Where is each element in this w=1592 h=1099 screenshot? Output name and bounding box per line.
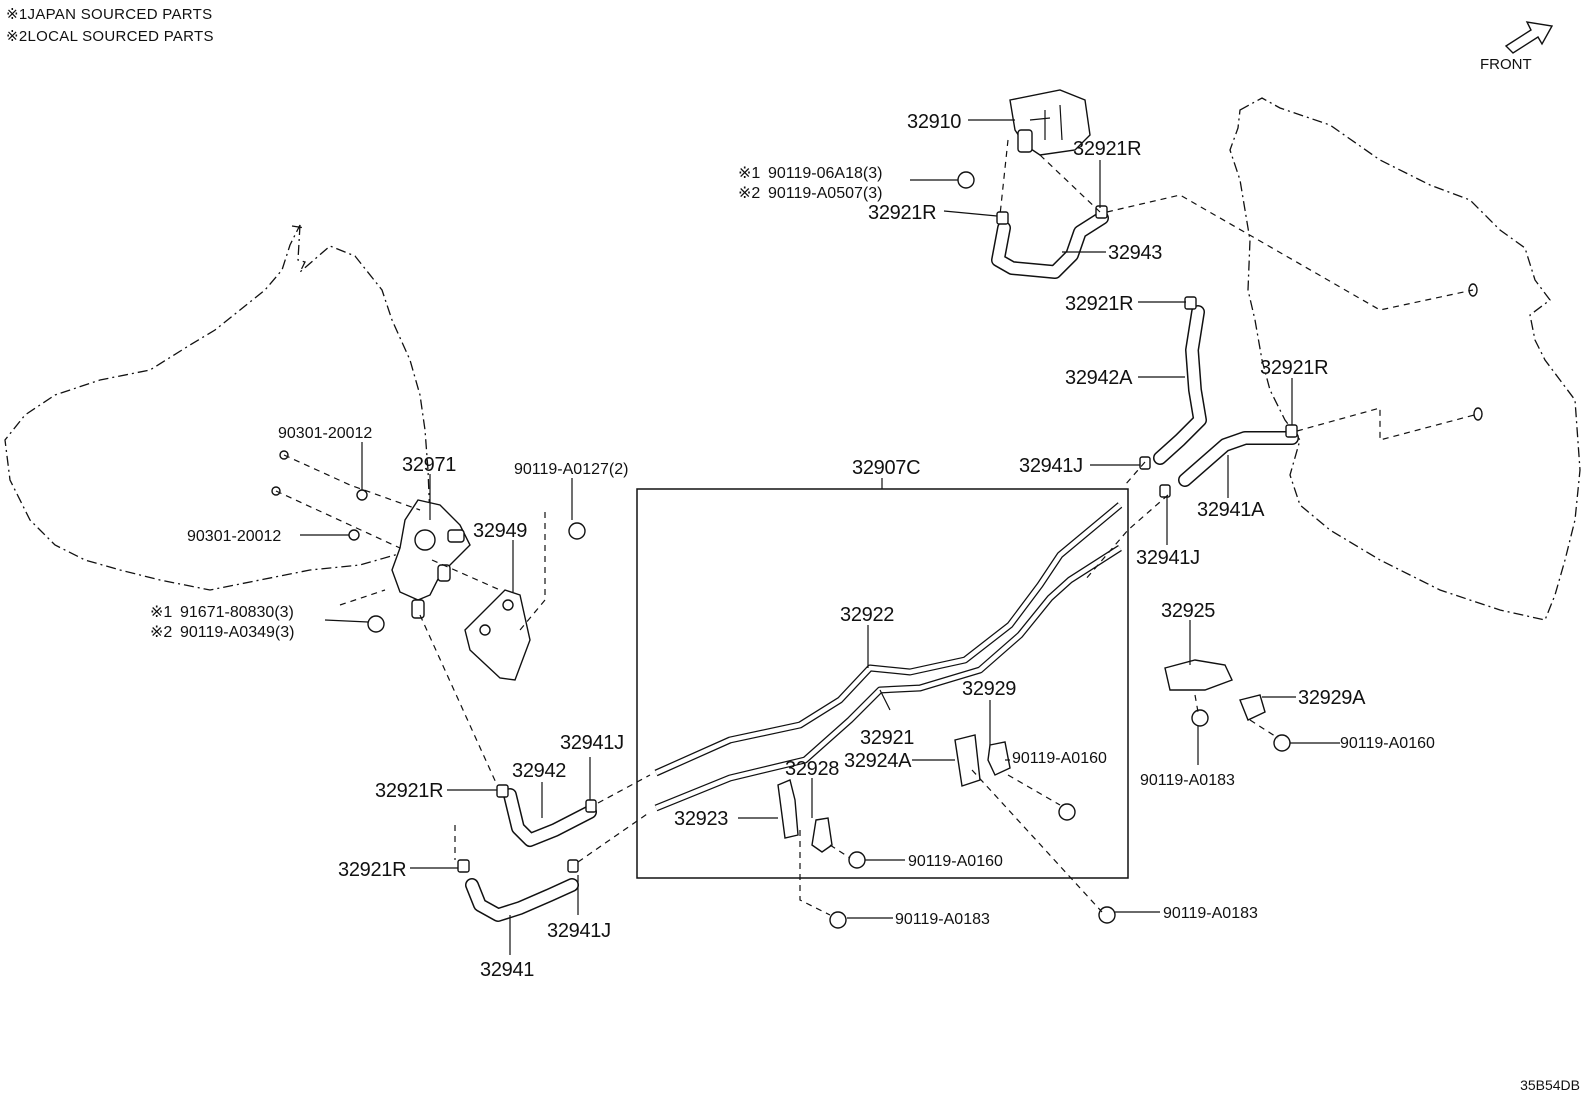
label-32942A: 32942A: [1065, 367, 1133, 389]
label-jp-mark-a: ※1: [738, 165, 760, 182]
label-90119-A0183-b: 90119-A0183: [895, 911, 990, 928]
front-direction-label: FRONT: [1480, 56, 1532, 73]
valve-assembly-32971: [391, 499, 471, 619]
label-90119-A0183-c: 90119-A0183: [1163, 905, 1258, 922]
label-90119-A0127: 90119-A0127(2): [514, 461, 628, 478]
label-32925: 32925: [1161, 600, 1215, 622]
clamp-32929: [987, 741, 1011, 776]
label-32941J-lower: 32941J: [560, 732, 624, 754]
bracket-32923: [777, 779, 799, 839]
label-32928: 32928: [785, 758, 839, 780]
label-90119-A0160-b: 90119-A0160: [1340, 735, 1435, 752]
label-32921R-mid: 32921R: [1065, 293, 1133, 315]
label-jp-mark-b: ※1: [150, 604, 172, 621]
transmission-mount-line: [291, 225, 306, 229]
label-local-mark-a: ※2: [738, 185, 760, 202]
label-32941J-upper: 32941J: [1019, 455, 1083, 477]
label-32910: 32910: [907, 111, 961, 133]
label-32941A: 32941A: [1197, 499, 1265, 521]
hose-clips: [457, 205, 1483, 873]
o-rings: [271, 450, 368, 541]
bolts: [367, 171, 1291, 929]
label-32949: 32949: [473, 520, 527, 542]
transmission-outline: [4, 224, 431, 591]
label-bolt-jp-a: 90119-06A18(3): [768, 165, 882, 182]
hose-32941: [465, 878, 579, 922]
label-32943: 32943: [1108, 242, 1162, 264]
label-local-mark-b: ※2: [150, 624, 172, 641]
label-32942: 32942: [512, 760, 566, 782]
pipe-32921: [654, 545, 1122, 812]
label-32923: 32923: [674, 808, 728, 830]
label-bolt-jp-b: 91671-80830(3): [180, 604, 294, 621]
front-arrow-icon: [1504, 21, 1554, 54]
bracket-32949: [464, 589, 531, 681]
label-32922: 32922: [840, 604, 894, 626]
callout-labels: 32910 32921R ※1 90119-06A18(3) ※2 90119-…: [150, 111, 1435, 981]
label-32907C: 32907C: [852, 457, 920, 479]
legend-japan-sourced: ※1JAPAN SOURCED PARTS: [6, 6, 213, 23]
bracket-32925: [1164, 659, 1233, 691]
hose-32942: [503, 788, 597, 847]
clamp-32929A: [1239, 694, 1266, 721]
legend-local-sourced: ※2LOCAL SOURCED PARTS: [6, 28, 214, 45]
label-bolt-local-a: 90119-A0507(3): [768, 185, 882, 202]
label-32921R-top-left: 32921R: [868, 202, 936, 224]
bracket-32924A: [954, 734, 981, 787]
label-bolt-local-b: 90119-A0349(3): [180, 624, 294, 641]
label-32924A: 32924A: [844, 750, 912, 772]
label-32941J-upper2: 32941J: [1136, 547, 1200, 569]
pipe-32922: [654, 502, 1123, 777]
label-90119-A0160-c: 90119-A0160: [908, 853, 1003, 870]
label-32921R-top-right: 32921R: [1073, 138, 1141, 160]
label-32971: 32971: [402, 454, 456, 476]
label-32941: 32941: [480, 959, 534, 981]
label-32929: 32929: [962, 678, 1016, 700]
hose-32943: [991, 211, 1109, 279]
hose-32941A: [1178, 431, 1299, 487]
label-32929A: 32929A: [1298, 687, 1366, 709]
label-32921R-lower1: 32921R: [375, 780, 443, 802]
label-32921R-lower2: 32921R: [338, 859, 406, 881]
clamp-32928: [811, 817, 833, 853]
legend: ※1JAPAN SOURCED PARTS ※2LOCAL SOURCED PA…: [6, 4, 214, 48]
hose-32942A: [1153, 305, 1207, 465]
leader-lines: [300, 119, 1340, 955]
connection-lines: [275, 139, 1479, 916]
diagram-id: 35B54DB: [1520, 1077, 1580, 1093]
label-32941J-lower2: 32941J: [547, 920, 611, 942]
label-90119-A0160-a: 90119-A0160: [1012, 750, 1107, 767]
reservoir-tank-32910: [1009, 89, 1091, 156]
label-32921: 32921: [860, 727, 914, 749]
label-90119-A0183-a: 90119-A0183: [1140, 772, 1235, 789]
label-90301-a: 90301-20012: [278, 425, 372, 442]
label-32921R-right: 32921R: [1260, 357, 1328, 379]
label-90301-b: 90301-20012: [187, 528, 281, 545]
